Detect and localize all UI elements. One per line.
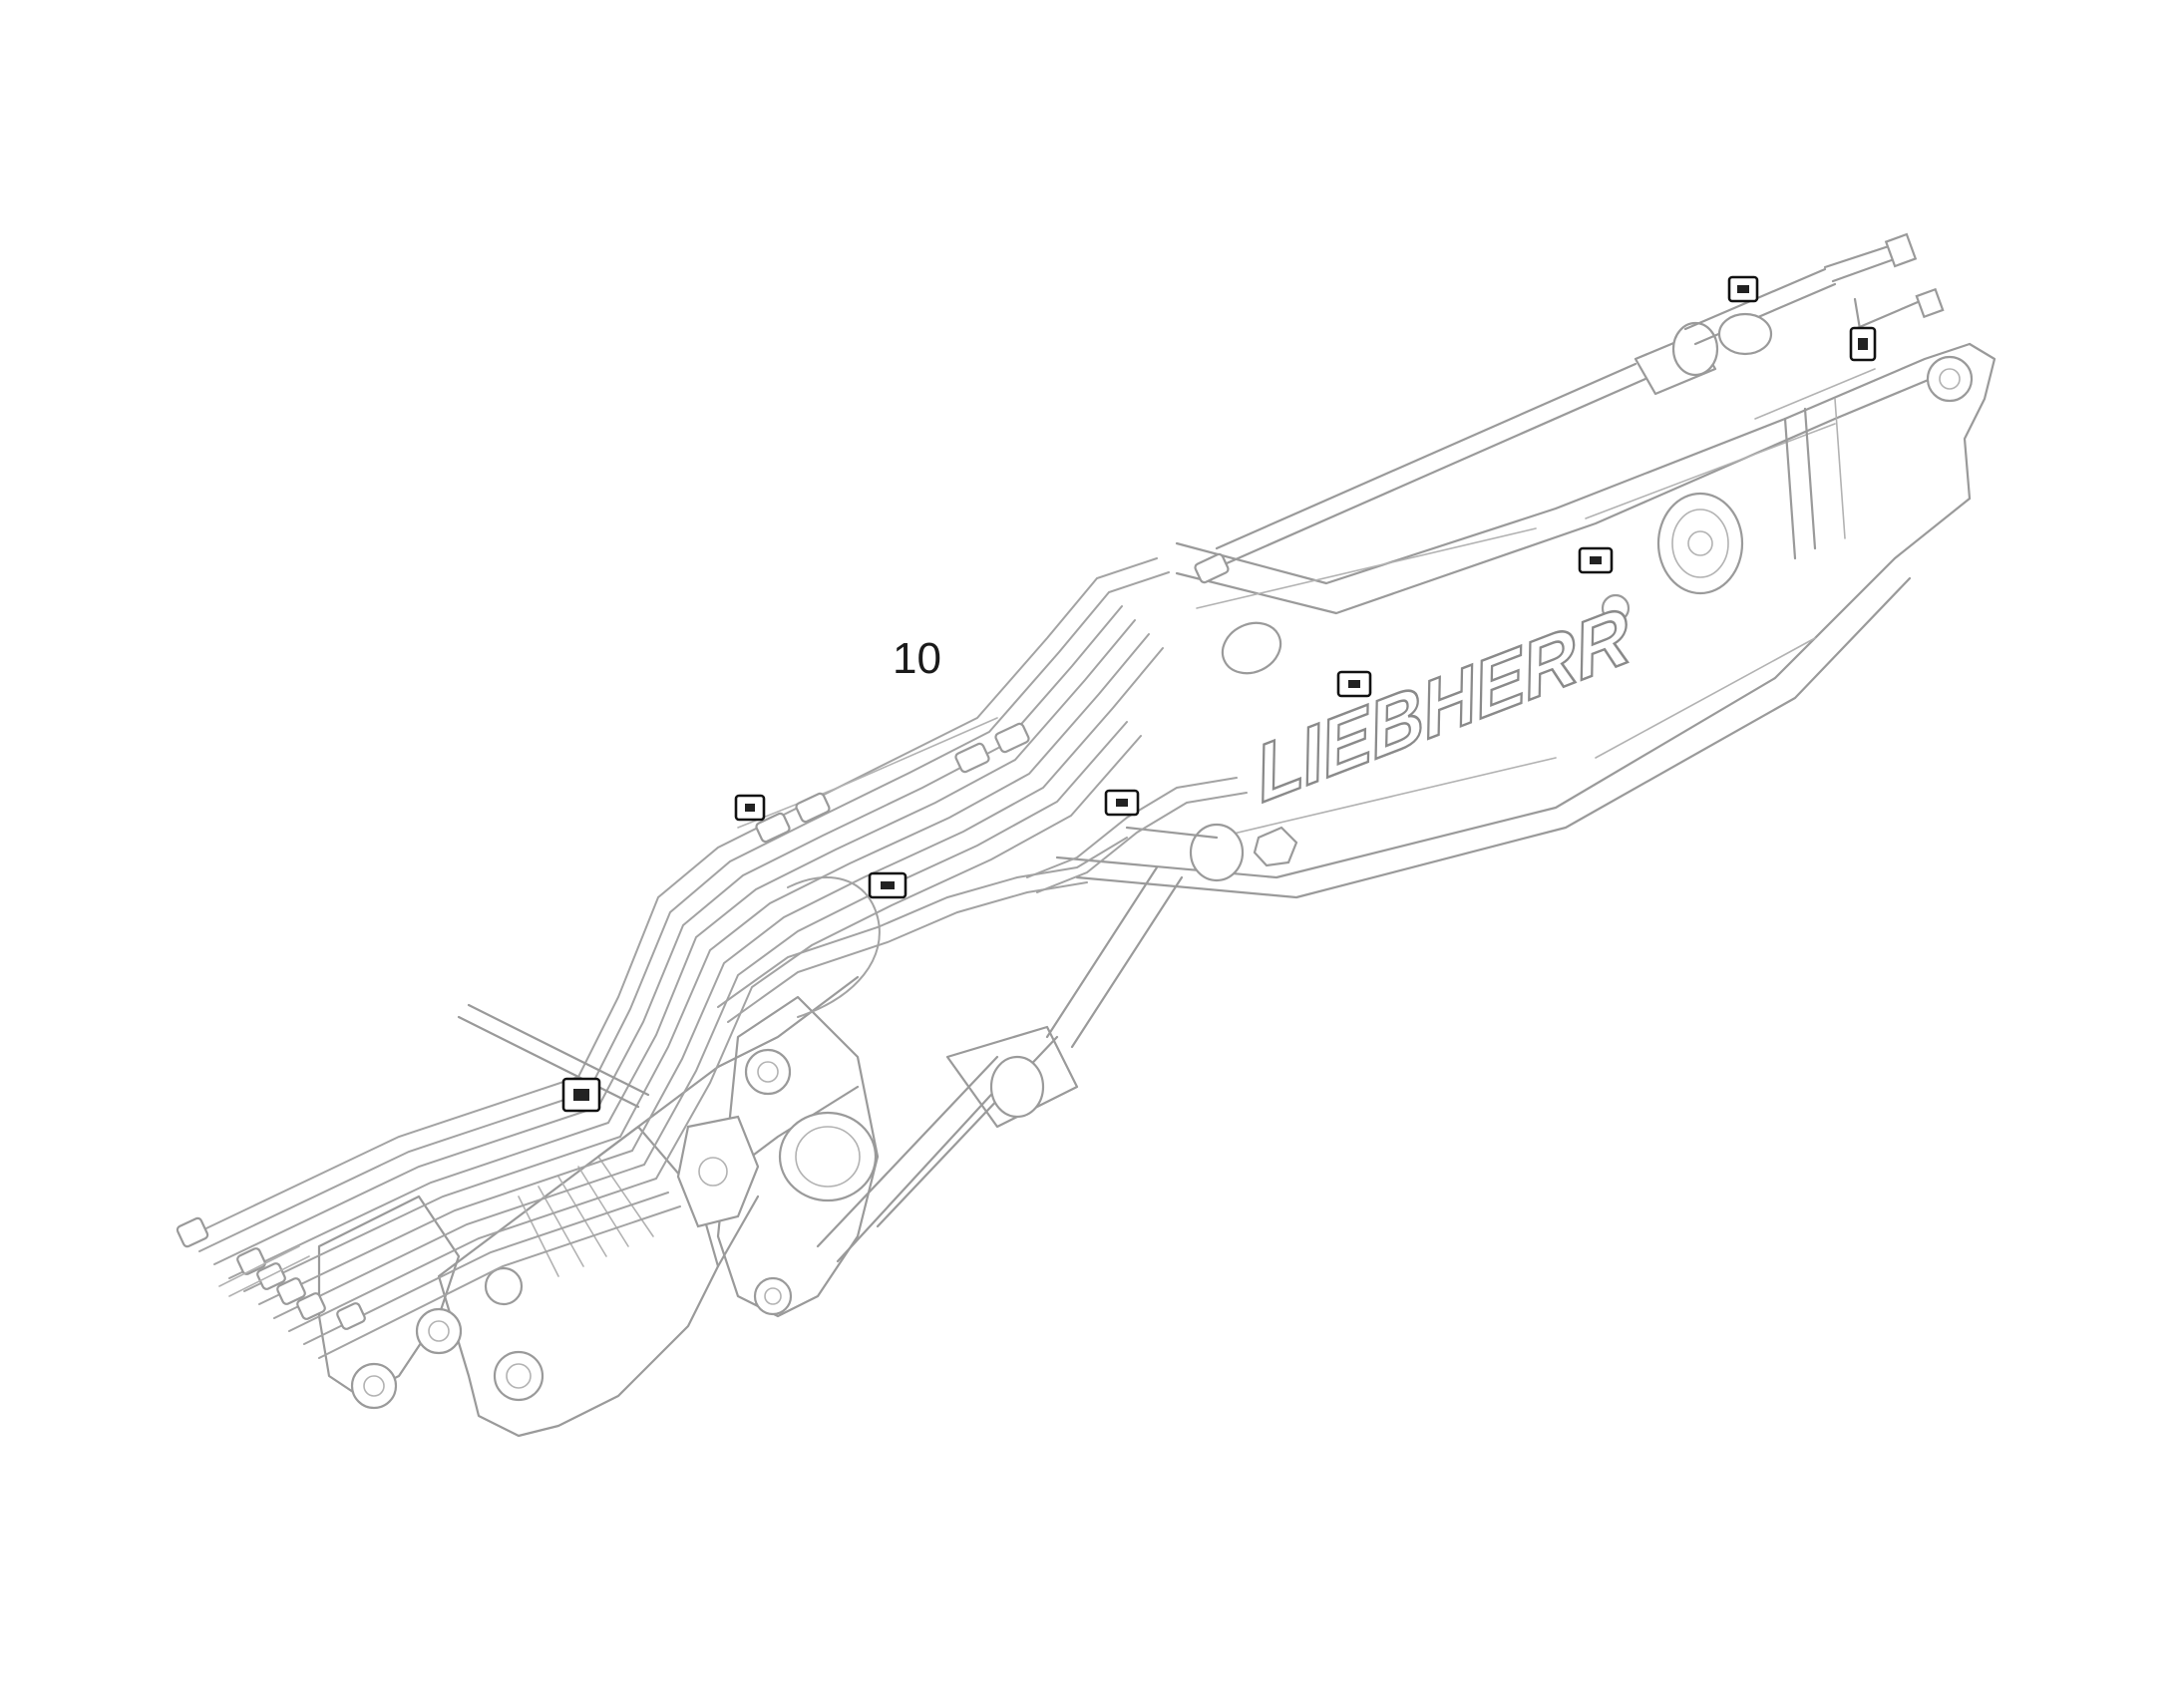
clamp-hose-rear — [561, 1077, 601, 1113]
highlighted-clamps — [561, 275, 1877, 1113]
boom-body — [1055, 342, 1997, 899]
hose-bundle — [176, 552, 1248, 1359]
clamp-boom-center — [1336, 670, 1372, 698]
clamp-hose-middle — [868, 871, 908, 899]
clamp-boom-right — [1578, 546, 1614, 574]
middle-pivot-bracket — [676, 823, 1245, 1318]
clamp-boom-lower — [1104, 789, 1140, 817]
callout-label: 10 — [893, 634, 941, 683]
boom-foot-section — [317, 975, 860, 1438]
clamp-hose-upper — [734, 794, 766, 822]
clamp-front-side — [1849, 326, 1877, 362]
clamp-front-top — [1727, 275, 1759, 303]
